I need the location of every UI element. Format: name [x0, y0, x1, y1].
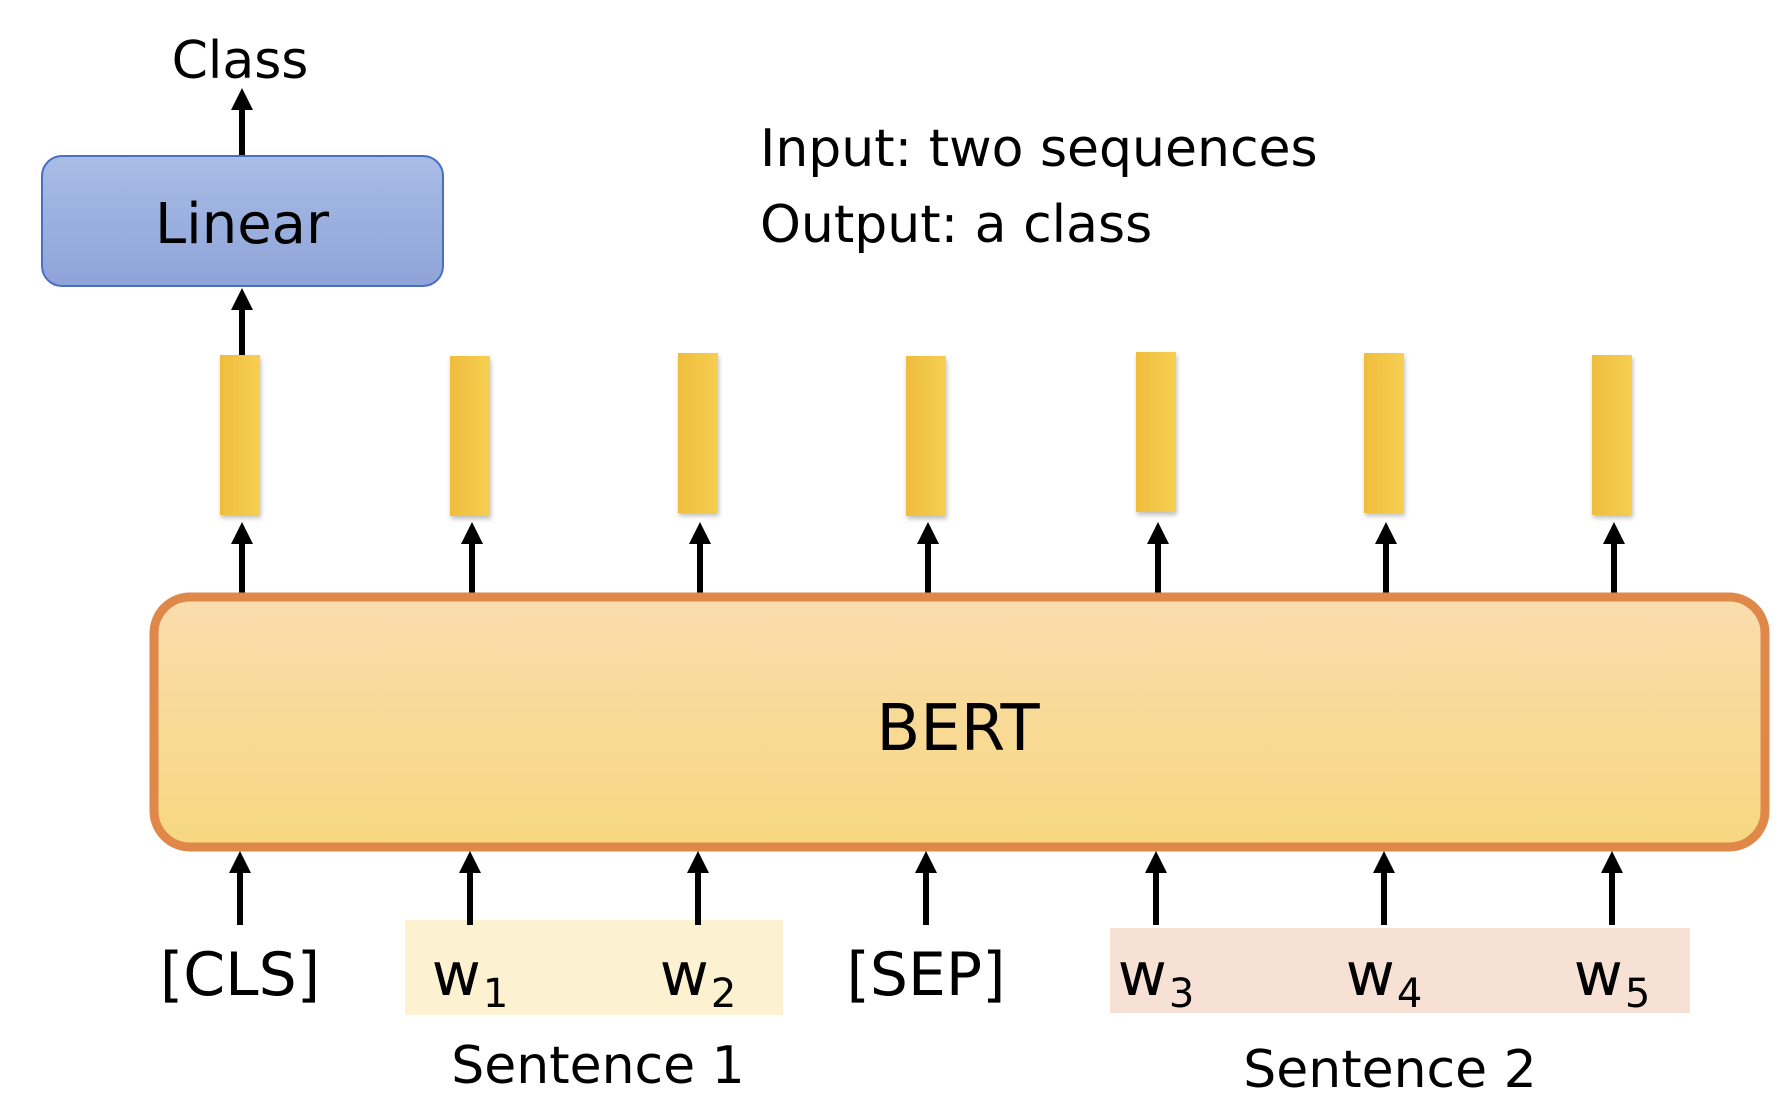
output-vector — [1364, 353, 1404, 513]
bert-model-label: BERT — [876, 692, 1040, 766]
token-input-arrows — [229, 851, 1623, 925]
arrow-bert-to-vector — [689, 522, 711, 597]
bert-output-arrows — [231, 522, 1625, 597]
arrow-token-to-bert — [229, 851, 251, 925]
token-label: w1 — [432, 940, 509, 1017]
arrow-bert-to-vector — [1375, 522, 1397, 597]
input-tokens: [CLS] w1 w2 [SEP] w3 w4 w5 — [160, 940, 1650, 1017]
arrow-token-to-bert — [687, 851, 709, 925]
output-embeddings — [220, 352, 1632, 516]
token-label: w3 — [1118, 940, 1195, 1017]
arrow-token-to-bert — [459, 851, 481, 925]
arrow-token-to-bert — [1601, 851, 1623, 925]
output-vector — [1592, 355, 1632, 515]
output-vector — [450, 356, 490, 516]
input-description: Input: two sequences — [760, 119, 1318, 179]
output-vector — [906, 356, 946, 516]
sentence1-highlight — [405, 920, 783, 1015]
arrow-token-to-bert — [915, 851, 937, 925]
sentence2-label: Sentence 2 — [1243, 1040, 1537, 1100]
sentence1-label: Sentence 1 — [451, 1036, 745, 1096]
linear-layer-box: Linear — [41, 155, 444, 287]
output-vector — [1136, 352, 1176, 512]
output-description: Output: a class — [760, 195, 1152, 255]
output-vector — [678, 353, 718, 513]
bert-model-box: BERT — [149, 592, 1770, 852]
arrow-bert-to-vector — [461, 522, 483, 597]
arrow-bert-to-vector — [1603, 522, 1625, 597]
arrow-token-to-bert — [1373, 851, 1395, 925]
sentence2-highlight — [1110, 928, 1690, 1013]
token-label: [SEP] — [847, 940, 1006, 1010]
arrow-bert-to-vector — [231, 522, 253, 597]
arrow-linear-to-class — [231, 88, 253, 155]
token-label: w4 — [1346, 940, 1423, 1017]
output-vector — [220, 355, 260, 515]
arrow-bert-to-vector — [1147, 522, 1169, 597]
arrow-token-to-bert — [1145, 851, 1167, 925]
linear-layer-label: Linear — [155, 192, 330, 257]
token-label: w5 — [1574, 940, 1651, 1017]
output-class-label: Class — [172, 31, 309, 91]
arrow-bert-to-vector — [917, 522, 939, 597]
token-label: [CLS] — [160, 940, 320, 1010]
token-label: w2 — [660, 940, 737, 1017]
arrow-cls-vector-to-linear — [231, 288, 253, 355]
